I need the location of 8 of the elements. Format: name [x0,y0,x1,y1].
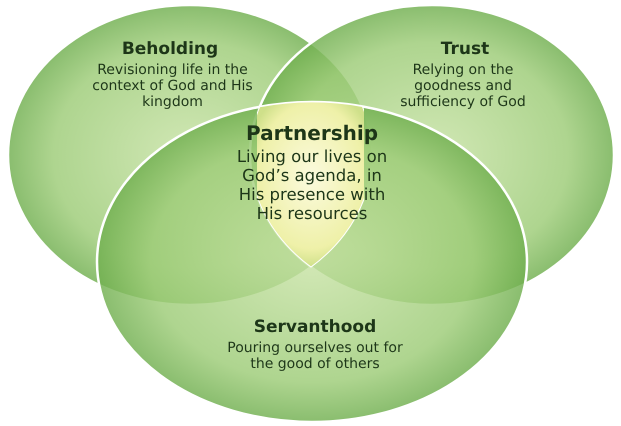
heading: Trust [440,40,490,60]
heading: Servanthood [252,318,378,338]
description: Living our lives on God’s agenda, in His presence with His resources [236,148,388,224]
heading: Partnership [244,122,380,145]
description: Relying on the goodness and sufficiency of God [399,62,527,110]
description: Pouring ourselves out for the good of others [226,340,404,372]
description: Revisioning life in the context of God and His kingdom [91,62,254,110]
heading: Beholding [120,40,220,60]
